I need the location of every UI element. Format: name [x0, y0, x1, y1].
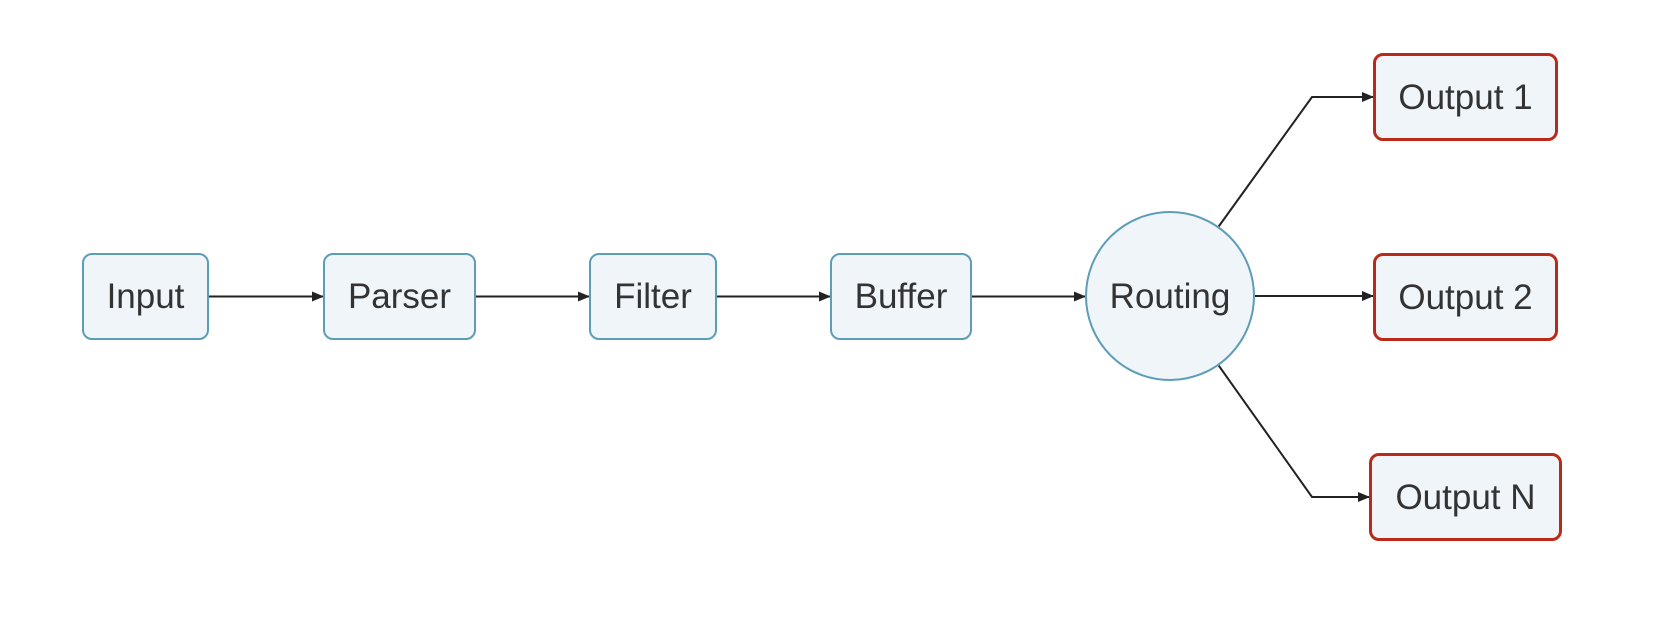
- node-output-n: Output N: [1369, 453, 1562, 541]
- node-output-1: Output 1: [1373, 53, 1558, 141]
- edge-routing-to-outputN: [1217, 365, 1370, 502]
- edge-routing-to-output1: [1217, 92, 1374, 227]
- node-input: Input: [82, 253, 209, 340]
- node-output-2: Output 2: [1373, 253, 1558, 341]
- node-filter: Filter: [589, 253, 717, 340]
- node-buffer: Buffer: [830, 253, 972, 340]
- node-routing: Routing: [1085, 211, 1255, 381]
- node-parser: Parser: [323, 253, 476, 340]
